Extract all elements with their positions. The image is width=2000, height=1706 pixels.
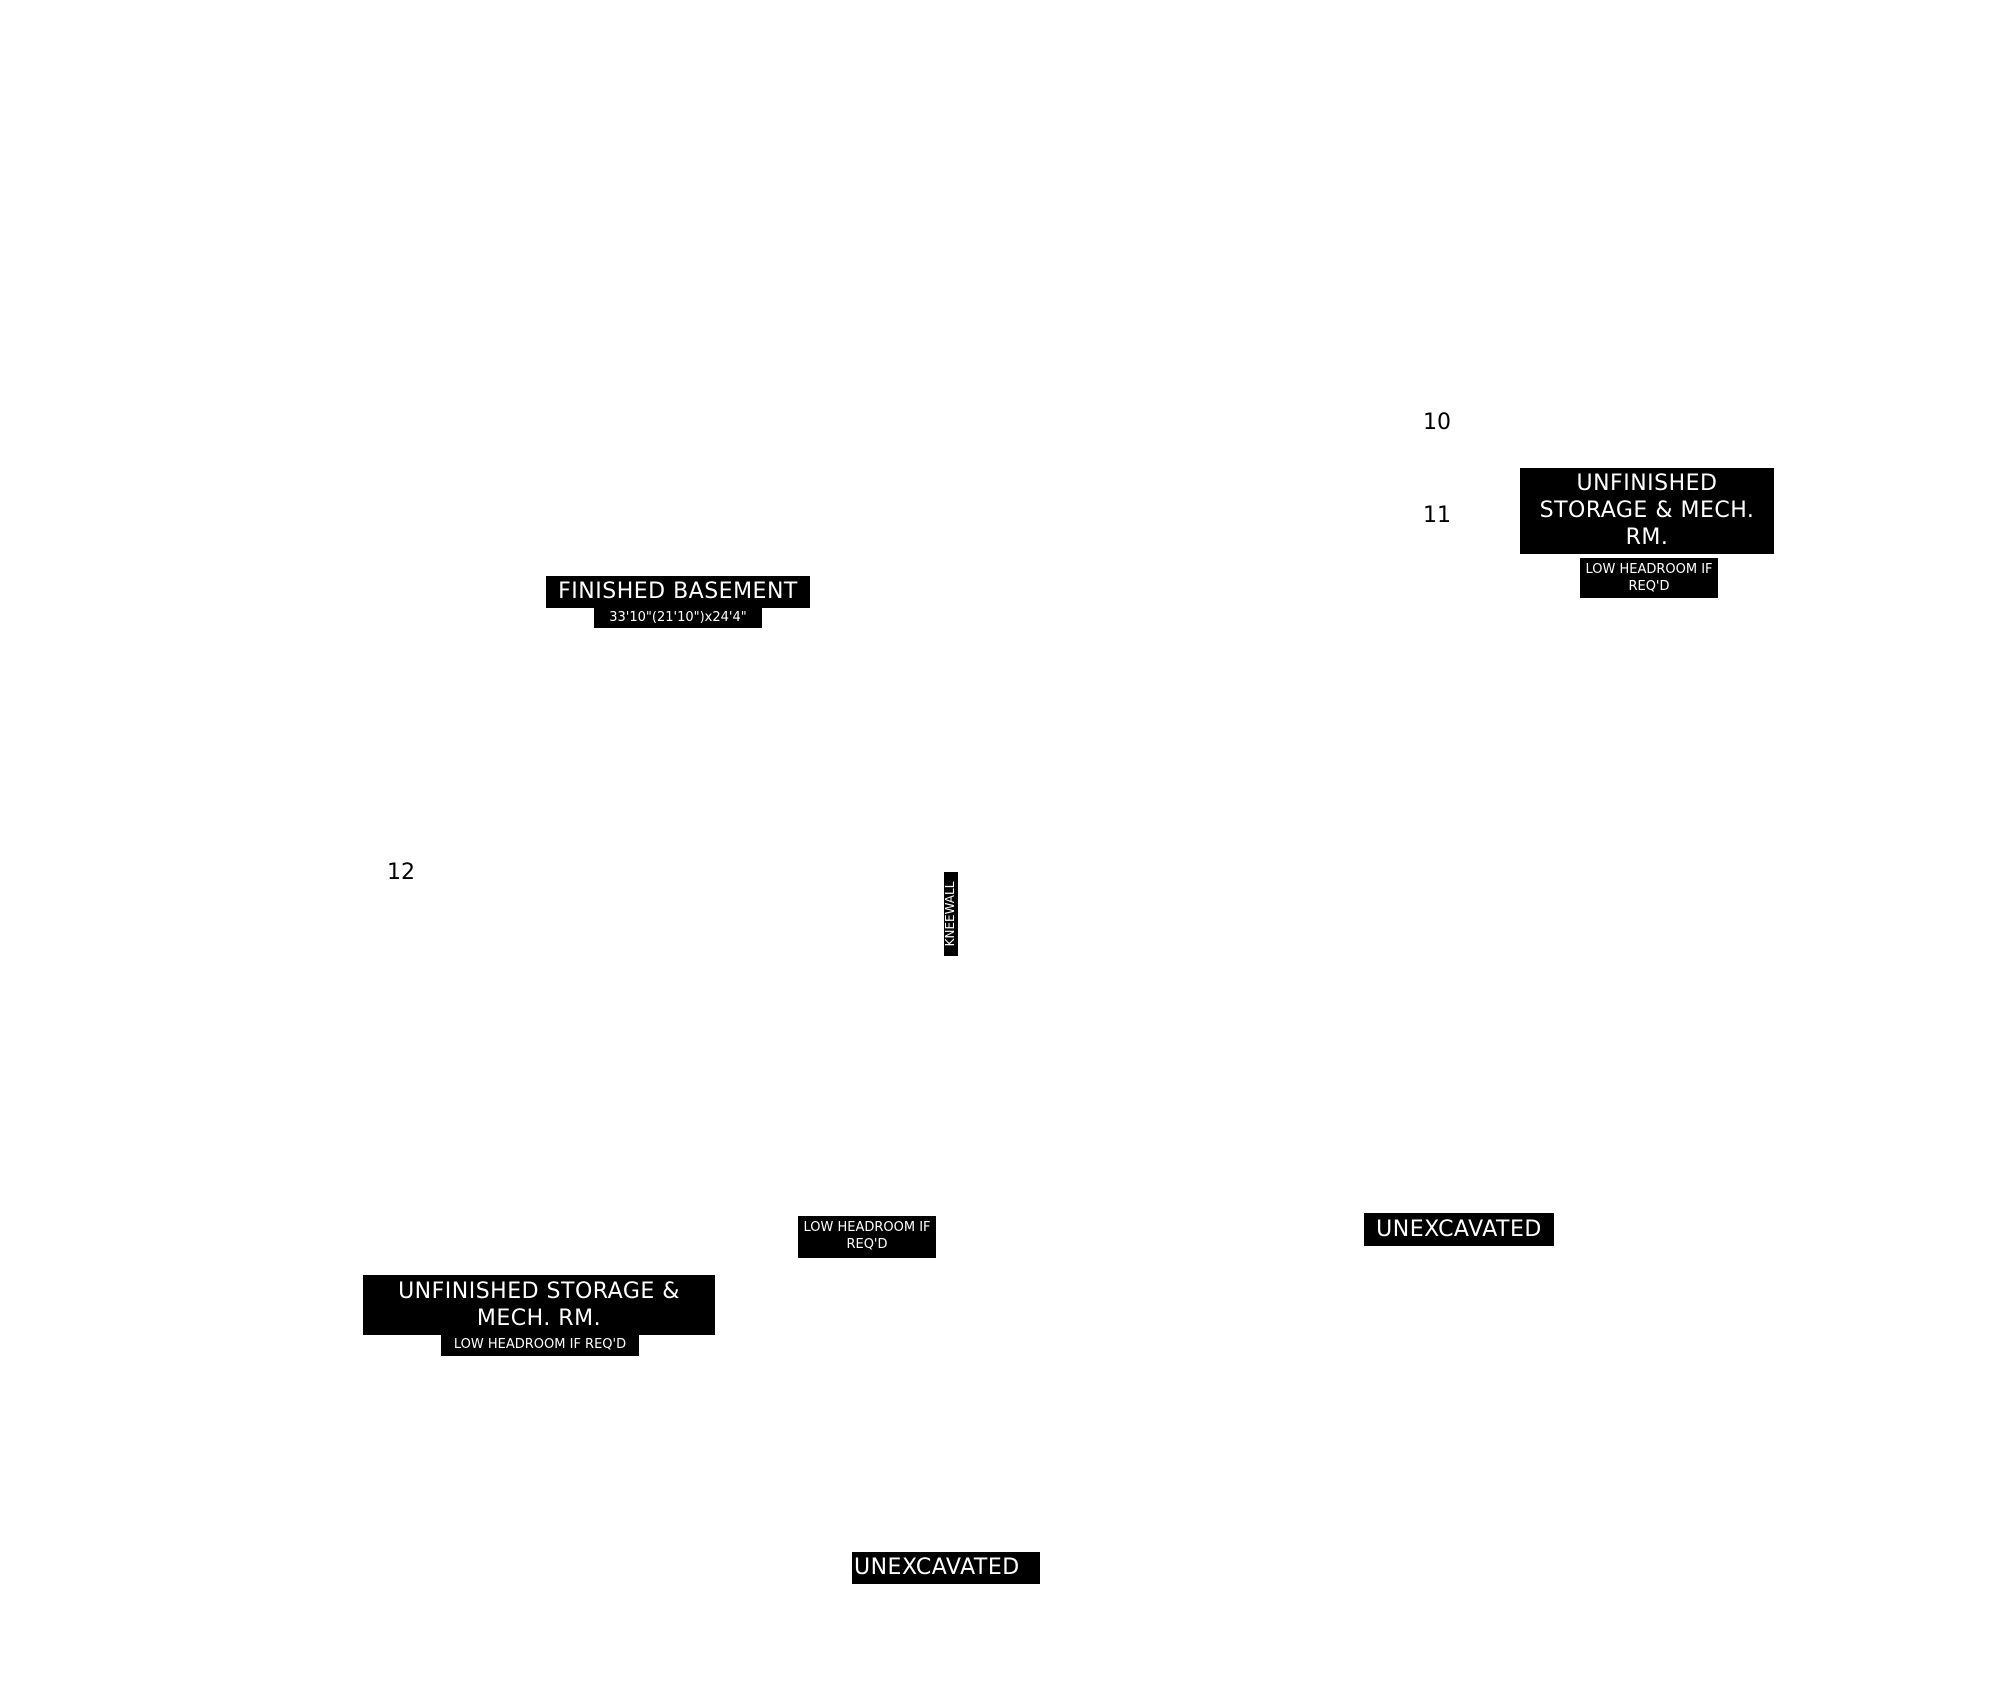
marker-number-11: 11 [1423, 503, 1451, 528]
marker-number-12: 12 [387, 860, 415, 885]
unexcavated-right-label: UNEXCAVATED [1364, 1213, 1554, 1246]
unfinished-storage-left-label: UNFINISHED STORAGE & MECH. RM. [363, 1275, 715, 1335]
kneewall-label-box: KNEEWALL [943, 872, 958, 956]
low-headroom-left-note: LOW HEADROOM IF REQ'D [441, 1334, 639, 1356]
kneewall-label: KNEEWALL [943, 881, 958, 947]
finished-basement-dimensions: 33'10"(21'10")x24'4"(8'7" [594, 608, 762, 645]
low-headroom-right-note: LOW HEADROOM IF REQ'D [1580, 558, 1718, 598]
unfinished-storage-right-label: UNFINISHED STORAGE & MECH. RM. [1520, 468, 1774, 554]
marker-number-10: 10 [1423, 410, 1451, 435]
unexcavated-bottom-label: UNEXCAVATED [852, 1552, 1040, 1584]
finished-basement-label: FINISHED BASEMENT [546, 576, 810, 608]
low-headroom-middle-note: LOW HEADROOM IF REQ'D [798, 1216, 936, 1258]
